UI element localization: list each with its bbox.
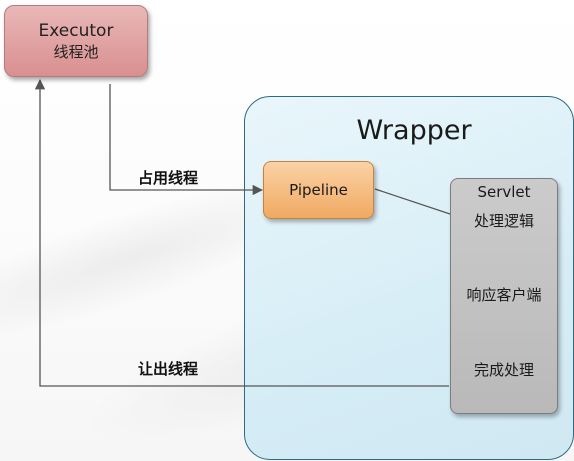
executor-subtitle: 线程池 <box>53 43 99 61</box>
release-thread-arrow <box>34 78 449 387</box>
servlet-step-process: 处理逻辑 <box>473 212 534 230</box>
executor-title: Executor <box>38 21 114 41</box>
servlet-step-complete: 完成处理 <box>473 361 534 379</box>
servlet-box: Servlet 处理逻辑 响应客户端 完成处理 <box>450 178 558 414</box>
servlet-title: Servlet <box>477 183 531 201</box>
wrapper-title: Wrapper <box>356 115 472 146</box>
pipeline-label: Pipeline <box>289 181 348 199</box>
occupy-thread-label: 占用线程 <box>138 169 199 187</box>
pipeline-to-servlet-arrow <box>374 188 463 220</box>
servlet-step-respond: 响应客户端 <box>466 286 542 304</box>
release-thread-label: 让出线程 <box>138 360 199 378</box>
pipeline-box: Pipeline <box>263 161 374 219</box>
executor-box: Executor 线程池 <box>4 5 148 77</box>
occupy-thread-arrow <box>109 84 264 196</box>
